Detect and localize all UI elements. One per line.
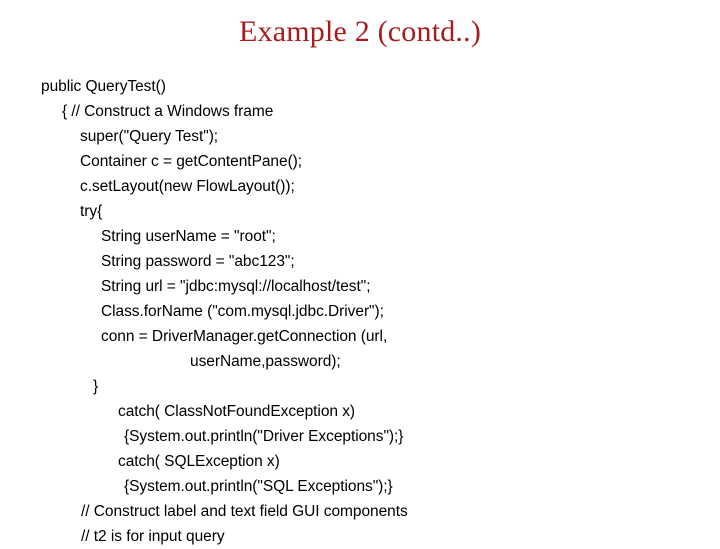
code-line: Class.forName ("com.mysql.jdbc.Driver"); — [101, 303, 384, 320]
page-title: Example 2 (contd..) — [238, 15, 482, 48]
code-line: Container c = getContentPane(); — [80, 153, 303, 170]
code-line: // Construct label and text field GUI co… — [81, 503, 408, 520]
code-line: catch( ClassNotFoundException x) — [118, 403, 356, 420]
code-line: { // Construct a Windows frame — [62, 103, 274, 120]
code-line: c.setLayout(new FlowLayout()); — [80, 178, 295, 195]
code-line: // t2 is for input query — [81, 528, 225, 545]
code-line: public QueryTest() — [41, 78, 166, 95]
code-line: try{ — [80, 203, 103, 220]
code-line: String password = "abc123"; — [101, 253, 295, 270]
code-line: conn = DriverManager.getConnection (url, — [101, 328, 388, 345]
code-line: String userName = "root"; — [101, 228, 276, 245]
code-block: public QueryTest() { // Construct a Windo… — [0, 74, 720, 549]
code-line: super("Query Test"); — [80, 128, 219, 145]
code-line: String url = "jdbc:mysql://localhost/tes… — [101, 278, 371, 295]
code-line: } — [93, 378, 99, 395]
code-line: {System.out.println("Driver Exceptions")… — [124, 428, 404, 445]
code-line: {System.out.println("SQL Exceptions");} — [124, 478, 393, 495]
code-line: userName,password); — [190, 353, 341, 370]
code-line: catch( SQLException x) — [118, 453, 280, 470]
